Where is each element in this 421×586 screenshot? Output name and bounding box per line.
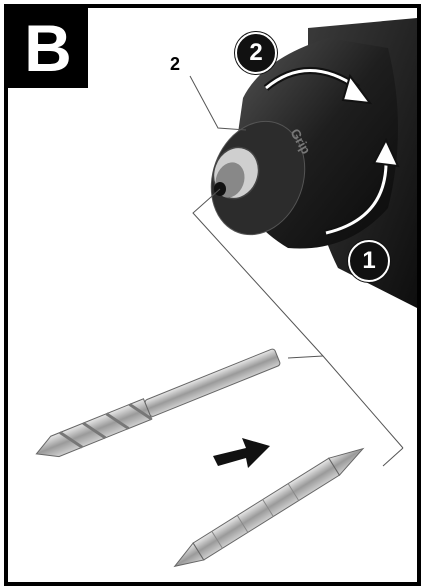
illustration-panel: B Grip	[4, 4, 421, 586]
callout-leader-2	[189, 75, 247, 131]
screwdriver-bit	[173, 447, 365, 568]
bit-bracket	[192, 188, 404, 449]
part-number-2: 2	[170, 54, 181, 74]
rotate-arrows-icon	[263, 67, 400, 237]
insert-arrow-icon	[213, 438, 270, 468]
step-badge-1: 1	[348, 240, 390, 282]
step-badge-2: 2	[235, 32, 277, 74]
drill-bit	[35, 348, 281, 458]
panel-label: B	[8, 8, 88, 88]
drill-illustration: Grip	[35, 18, 417, 568]
